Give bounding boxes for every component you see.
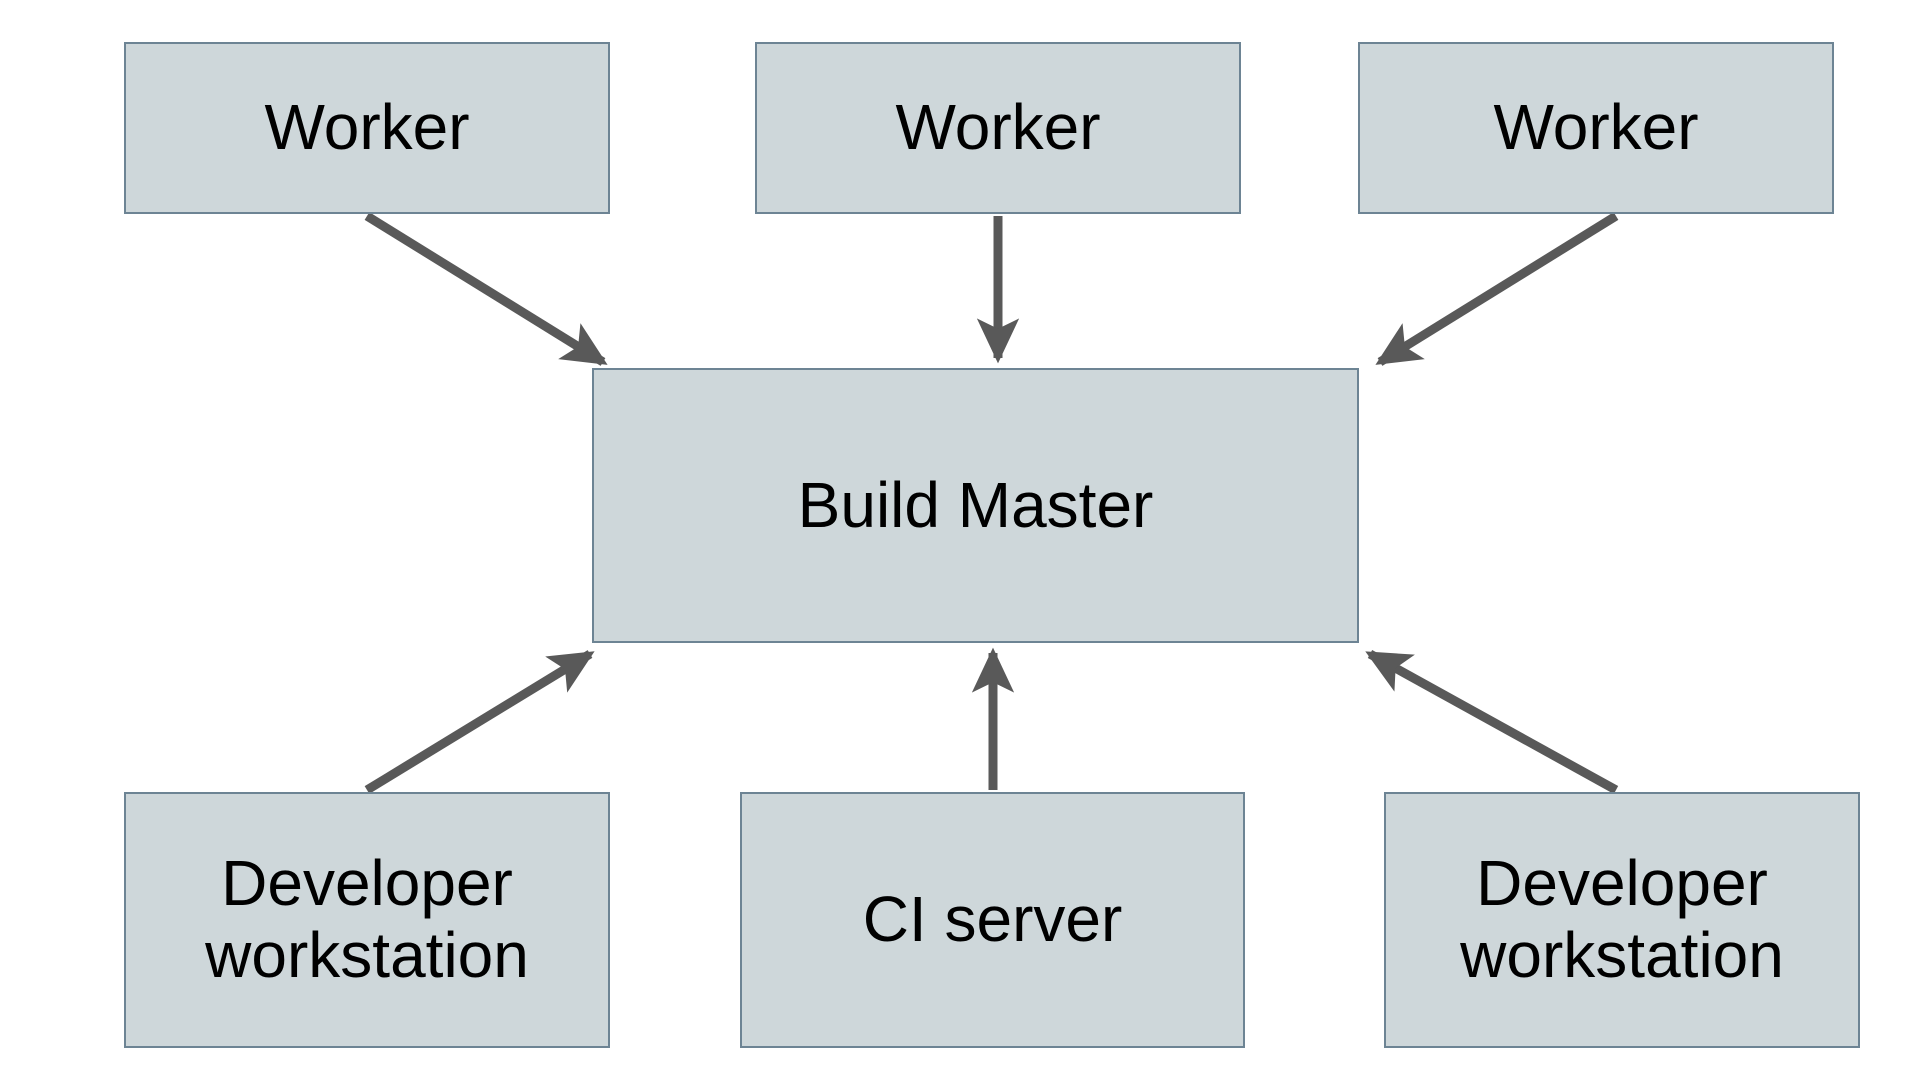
node-build-master-label: Build Master	[797, 468, 1154, 541]
edge-devws2-to-master	[1365, 650, 1619, 794]
node-build-master[interactable]: Build Master	[592, 368, 1359, 643]
node-worker-2-label: Worker	[895, 91, 1101, 164]
node-worker-3[interactable]: Worker	[1358, 42, 1834, 214]
node-developer-workstation-1[interactable]: Developer workstation	[124, 792, 610, 1048]
node-worker-3-label: Worker	[1493, 91, 1699, 164]
node-developer-workstation-2[interactable]: Developer workstation	[1384, 792, 1860, 1048]
node-worker-1[interactable]: Worker	[124, 42, 610, 214]
edge-worker1-to-master	[364, 212, 608, 366]
node-worker-1-label: Worker	[264, 91, 470, 164]
node-developer-workstation-1-label: Developer workstation	[205, 847, 529, 991]
node-ci-server[interactable]: CI server	[740, 792, 1245, 1048]
node-worker-2[interactable]: Worker	[755, 42, 1241, 214]
node-ci-server-label: CI server	[862, 883, 1123, 956]
node-developer-workstation-2-label: Developer workstation	[1460, 847, 1784, 991]
edge-devws1-to-master	[364, 650, 595, 794]
edge-worker3-to-master	[1375, 212, 1619, 366]
